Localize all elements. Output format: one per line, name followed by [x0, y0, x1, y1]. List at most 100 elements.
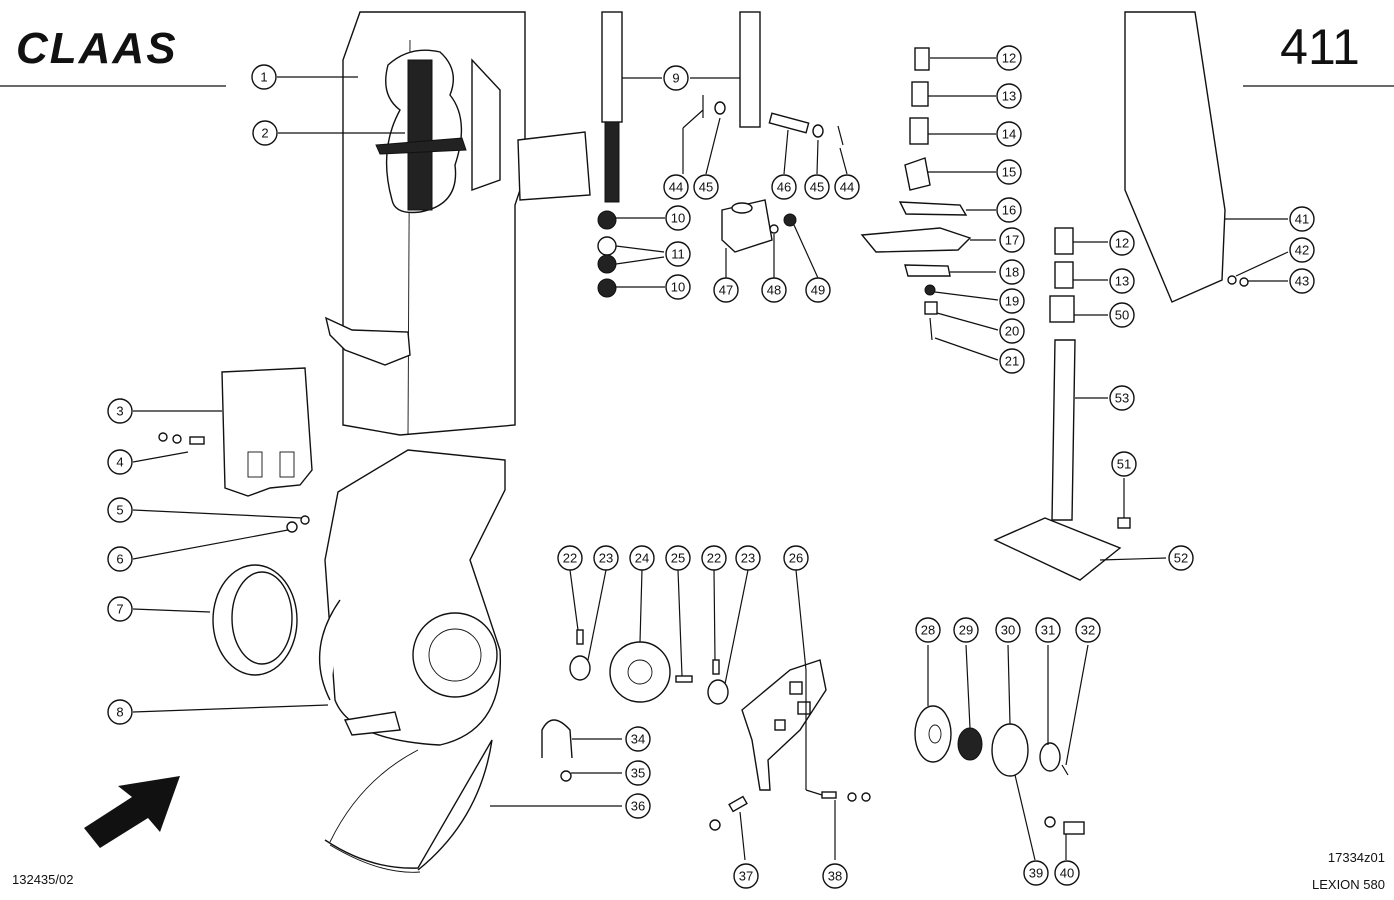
svg-text:38: 38 [828, 869, 842, 884]
callout: 4 [107, 449, 133, 475]
svg-text:45: 45 [810, 180, 824, 195]
svg-text:47: 47 [719, 283, 733, 298]
svg-text:28: 28 [921, 623, 935, 638]
svg-text:41: 41 [1295, 212, 1309, 227]
callout: 34 [625, 726, 651, 752]
callout: 44 [663, 174, 689, 200]
callout: 32 [1075, 617, 1101, 643]
svg-text:19: 19 [1005, 294, 1019, 309]
callout: 28 [915, 617, 941, 643]
callout: 19 [999, 288, 1025, 314]
callout: 10 [665, 205, 691, 231]
callout: 6 [107, 546, 133, 572]
sprocket-group-22-25 [569, 629, 729, 705]
callout: 18 [999, 259, 1025, 285]
drawing-reference: 17334z01 [1328, 850, 1385, 865]
svg-text:53: 53 [1115, 391, 1129, 406]
svg-text:10: 10 [671, 211, 685, 226]
svg-text:51: 51 [1117, 457, 1131, 472]
callout: 26 [783, 545, 809, 571]
callout: 11 [665, 241, 691, 267]
svg-text:7: 7 [116, 602, 123, 617]
svg-text:30: 30 [1001, 623, 1015, 638]
fan-housing-8 [318, 449, 506, 746]
svg-text:42: 42 [1295, 243, 1309, 258]
callout: 5 [107, 497, 133, 523]
callout: 14 [996, 121, 1022, 147]
u-bolt-34-35 [541, 719, 573, 782]
svg-text:50: 50 [1115, 308, 1129, 323]
callout: 43 [1289, 268, 1315, 294]
callout: 12 [996, 45, 1022, 71]
svg-text:17: 17 [1005, 233, 1019, 248]
leader-lines [132, 57, 1289, 861]
svg-text:12: 12 [1002, 51, 1016, 66]
callout: 23 [735, 545, 761, 571]
svg-text:13: 13 [1115, 274, 1129, 289]
svg-text:48: 48 [767, 283, 781, 298]
callout: 10 [665, 274, 691, 300]
svg-text:25: 25 [671, 551, 685, 566]
chain-links-12-21 [860, 47, 972, 341]
direction-arrow-icon [84, 776, 180, 848]
callout: 2 [252, 120, 278, 146]
callout: 17 [999, 227, 1025, 253]
callout: 31 [1035, 617, 1061, 643]
svg-text:10: 10 [671, 280, 685, 295]
svg-text:21: 21 [1005, 354, 1019, 369]
side-plate-3 [221, 367, 313, 497]
model-name: LEXION 580 [1312, 877, 1385, 892]
svg-text:39: 39 [1029, 866, 1043, 881]
callout: 20 [999, 318, 1025, 344]
callout: 37 [733, 863, 759, 889]
svg-text:34: 34 [631, 732, 645, 747]
svg-text:36: 36 [631, 799, 645, 814]
svg-text:11: 11 [671, 247, 685, 262]
svg-text:29: 29 [959, 623, 973, 638]
svg-text:52: 52 [1174, 551, 1188, 566]
svg-text:26: 26 [789, 551, 803, 566]
svg-text:31: 31 [1041, 623, 1055, 638]
svg-text:37: 37 [739, 869, 753, 884]
svg-text:14: 14 [1002, 127, 1016, 142]
svg-text:3: 3 [116, 404, 123, 419]
svg-text:2: 2 [261, 126, 268, 141]
callout: 44 [834, 174, 860, 200]
lower-shell-36 [324, 739, 493, 873]
callout: 35 [625, 760, 651, 786]
document-number: 132435/02 [12, 872, 73, 887]
callout: 49 [805, 277, 831, 303]
callout: 23 [593, 545, 619, 571]
callout: 25 [665, 545, 691, 571]
svg-text:5: 5 [116, 503, 123, 518]
svg-text:49: 49 [811, 283, 825, 298]
svg-text:18: 18 [1005, 265, 1019, 280]
bracket-26 [741, 659, 827, 791]
washers-5-6 [286, 515, 310, 533]
page-number: 411 [1280, 19, 1360, 75]
svg-text:8: 8 [116, 705, 123, 720]
svg-text:16: 16 [1002, 203, 1016, 218]
svg-text:22: 22 [707, 551, 721, 566]
callout: 24 [629, 545, 655, 571]
callout: 45 [693, 174, 719, 200]
callouts: 1 2 3 4 5 6 7 8 9 44 45 46 45 44 10 11 1… [107, 45, 1315, 889]
brand-logo: CLAAS [16, 24, 178, 73]
callout: 52 [1168, 545, 1194, 571]
callout: 51 [1111, 451, 1137, 477]
nut-washer-stack [597, 210, 617, 298]
callout: 41 [1289, 206, 1315, 232]
callout: 29 [953, 617, 979, 643]
callout: 46 [771, 174, 797, 200]
plate-52 [993, 517, 1131, 581]
callout: 12 [1109, 230, 1135, 256]
svg-text:12: 12 [1115, 236, 1129, 251]
callout: 22 [557, 545, 583, 571]
svg-text:13: 13 [1002, 89, 1016, 104]
callout: 45 [804, 174, 830, 200]
pins-44-46 [702, 95, 844, 146]
callout: 30 [995, 617, 1021, 643]
bolts-37-38 [709, 791, 871, 831]
flight-plate [375, 137, 467, 155]
